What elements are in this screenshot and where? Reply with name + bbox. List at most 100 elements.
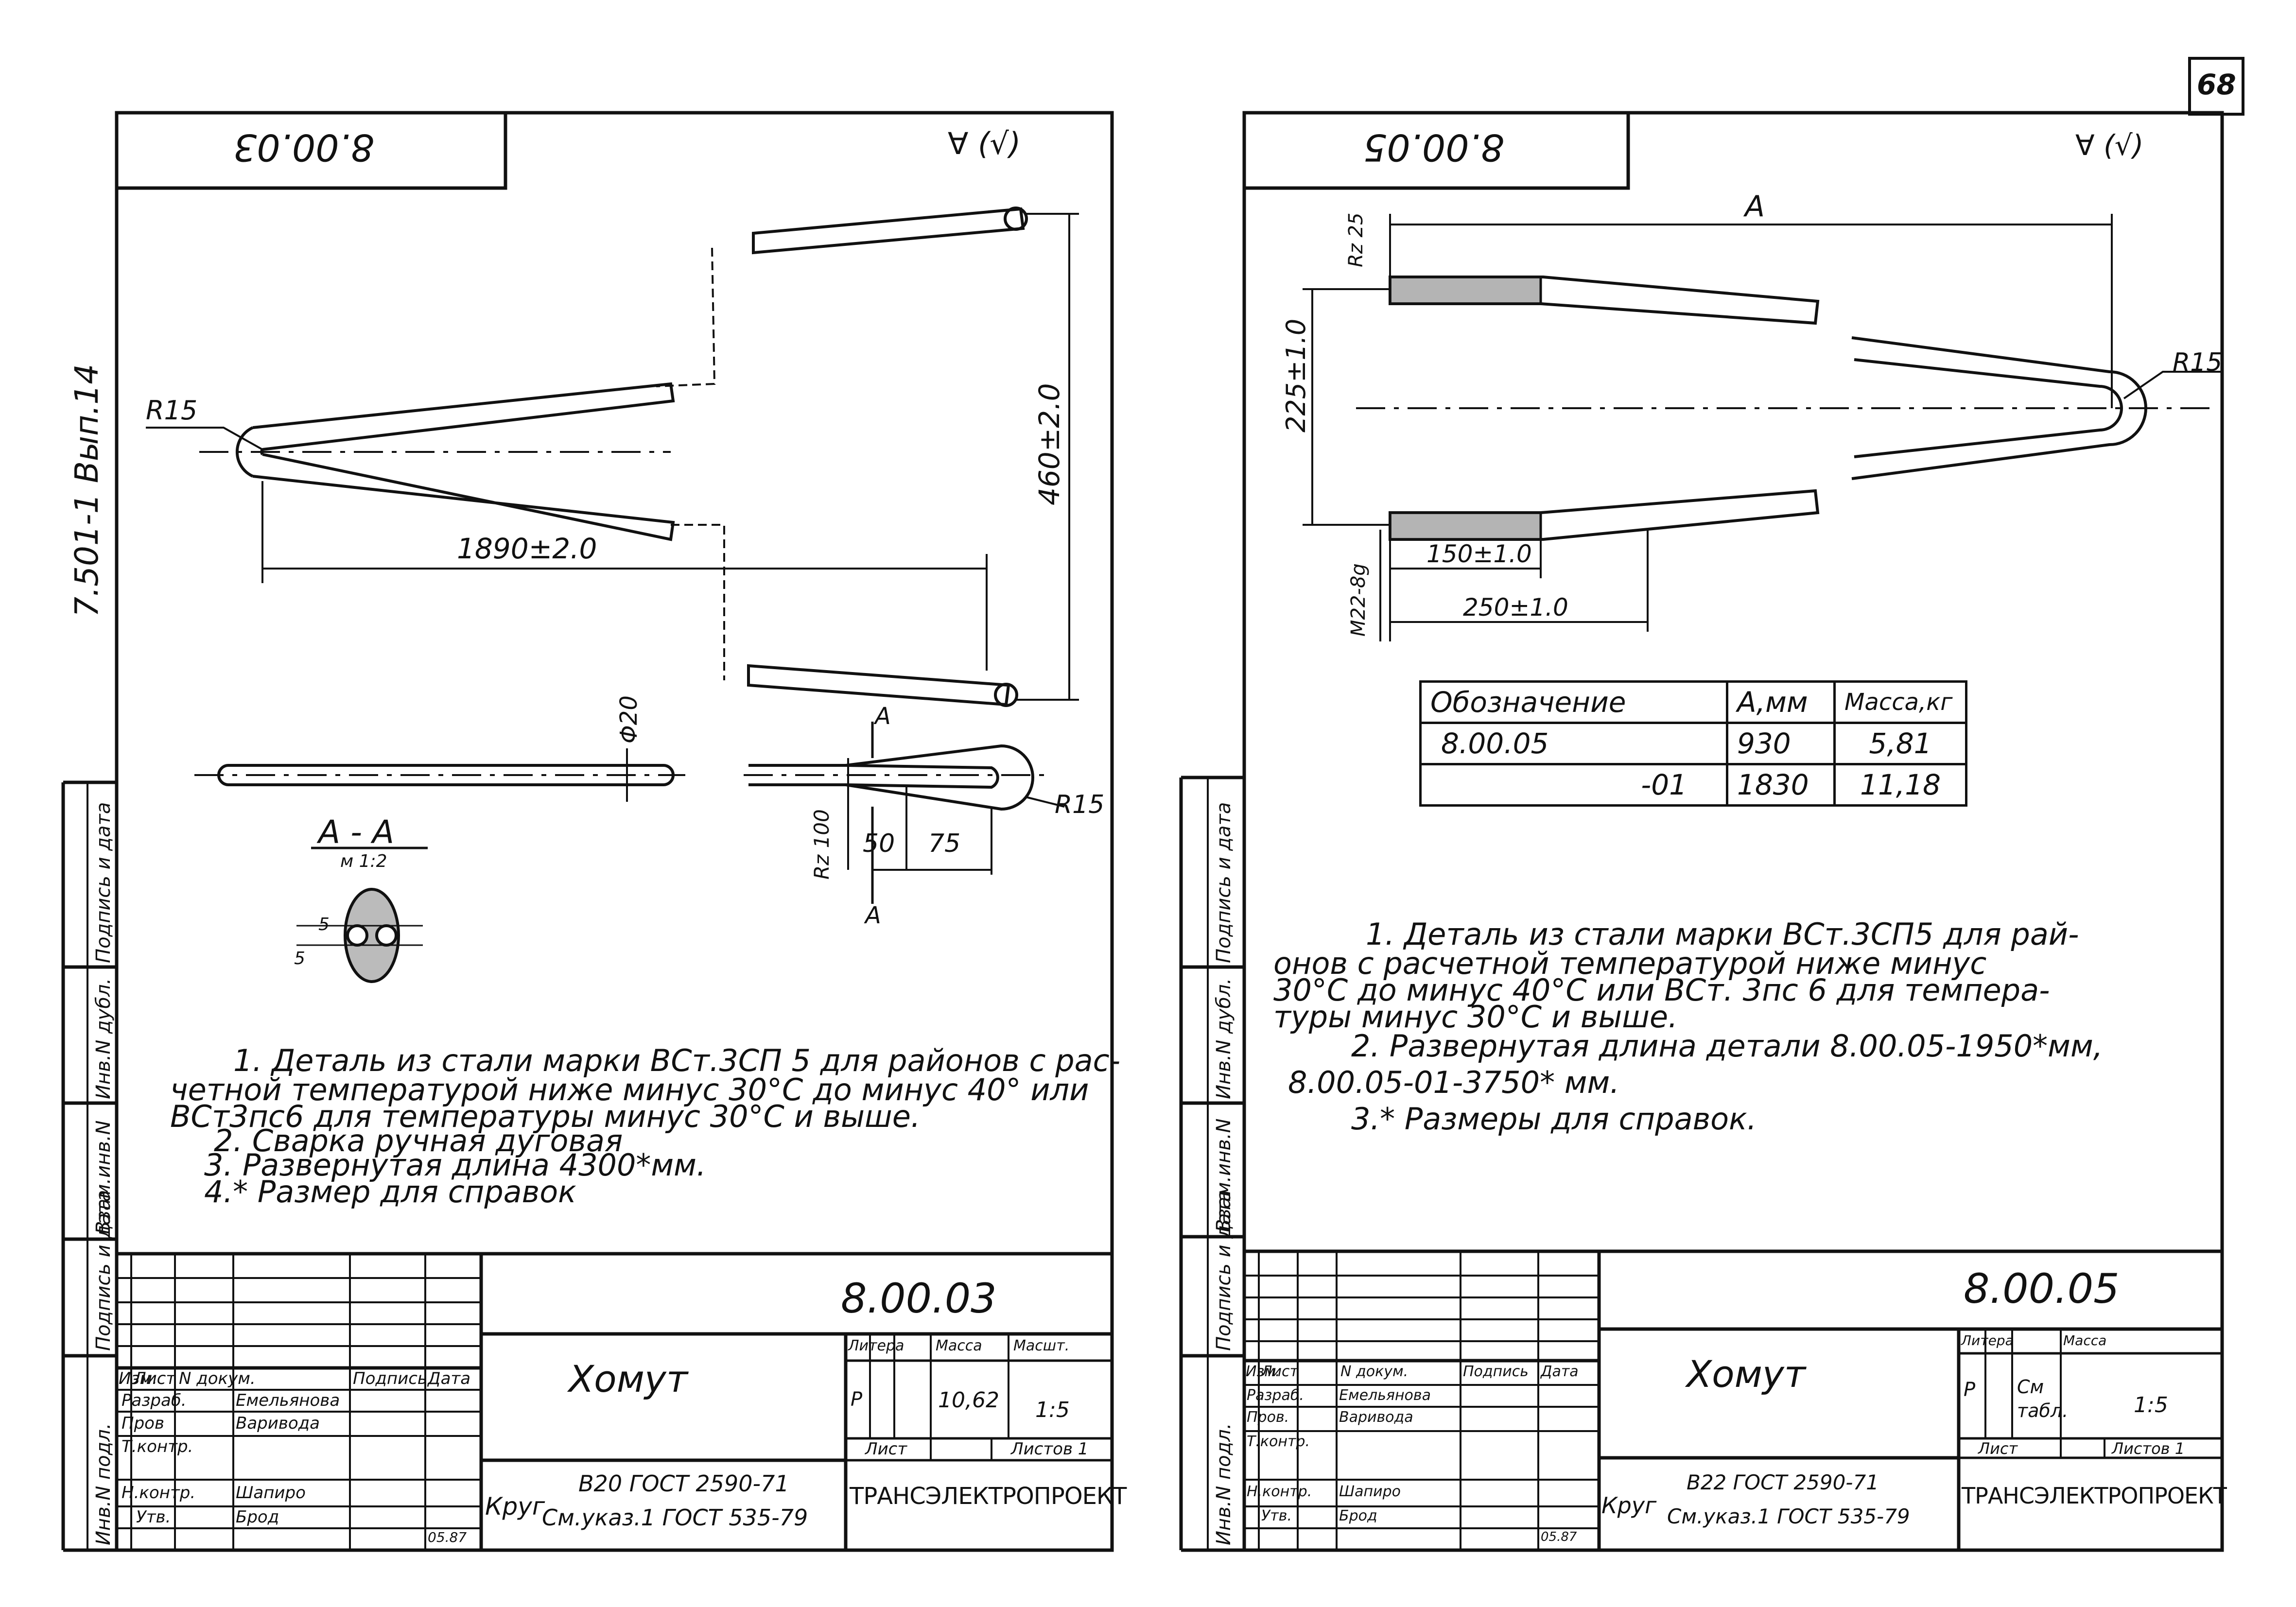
left-col-sign: Подпись (353, 1369, 427, 1388)
right-material-prefix: Круг (1601, 1492, 1657, 1519)
left-person-2: Варивода (236, 1414, 320, 1433)
right-role-1: Разраб. (1247, 1387, 1304, 1404)
right-dim-a: A (1745, 190, 1765, 224)
left-role-2: Пров (122, 1414, 164, 1433)
table-header-designation: Обозначение (1419, 680, 1728, 724)
left-sheets-label: Листов 1 (1011, 1439, 1089, 1459)
right-person-4: Шапиро (1339, 1483, 1401, 1500)
right-dim-150: 150±1.0 (1426, 540, 1532, 568)
left-dim-r15: R15 (146, 395, 198, 426)
left-scale: 1:5 (1035, 1398, 1070, 1422)
right-thread: М22-8g (1347, 563, 1370, 637)
left-dim-75: 75 (928, 829, 961, 858)
right-material-top: В22 ГОСТ 2590-71 (1687, 1470, 1879, 1494)
left-stamp-label-3: Взам.инв.N (92, 1120, 115, 1234)
left-frame (115, 111, 1114, 1552)
right-roughness-mark: ∀ (√) (2075, 129, 2144, 162)
right-frame (1242, 111, 2224, 1552)
left-section-title: A - A (318, 813, 395, 851)
left-section-mark-bottom: A (865, 902, 881, 929)
left-section-mark-top: A (875, 703, 891, 730)
right-role-4: Н.контр. (1247, 1483, 1312, 1500)
right-note-line-7: 3.* Размеры для справок. (1351, 1101, 1757, 1137)
left-organization: ТРАНСЭЛЕКТРОПРОЕКТ (850, 1483, 1127, 1510)
left-mass: 10,62 (938, 1388, 999, 1413)
table-header-mass: Масса,кг (1833, 680, 1967, 724)
right-note-line-5: 2. Развернутая длина детали 8.00.05-1950… (1351, 1028, 2103, 1064)
left-part-geometry (146, 207, 1079, 983)
left-role-3: Т.контр. (122, 1437, 193, 1456)
right-spec-table: Обозначение А,мм Масса,кг 8.00.05 930 5,… (1419, 680, 1967, 807)
table-row: -01 1830 11,18 (1419, 763, 1967, 807)
right-col-date: Дата (1541, 1363, 1579, 1380)
left-col-date: Дата (428, 1369, 471, 1388)
left-header-code: 8.00.03 (233, 126, 375, 169)
left-date: 05.87 (428, 1529, 467, 1545)
left-note-line-1: 1. Деталь из стали марки ВСт.3СП 5 для р… (233, 1043, 1121, 1078)
left-dim-50: 50 (863, 829, 895, 858)
left-role-1: Разраб. (122, 1391, 187, 1410)
left-col-list: Лист (134, 1369, 176, 1388)
right-date: 05.87 (1541, 1530, 1577, 1544)
right-mass-label: Масса (2063, 1332, 2107, 1348)
right-role-2: Пров. (1247, 1409, 1289, 1426)
right-col-ndoc: N докум. (1340, 1363, 1409, 1380)
left-material-top: В20 ГОСТ 2590-71 (578, 1470, 789, 1497)
left-col-izm: Изм. (119, 1369, 157, 1388)
series-label: 7.501-1 Вып.14 (68, 363, 105, 617)
left-part-name: Хомут (569, 1357, 688, 1400)
left-person-4: Шапиро (236, 1483, 306, 1503)
table-cell-designation: 8.00.05 (1419, 722, 1728, 765)
right-role-5: Утв. (1261, 1507, 1292, 1524)
right-header-code: 8.00.05 (1363, 126, 1505, 169)
left-litera-label: Литера (848, 1337, 904, 1354)
left-header-box (115, 111, 507, 190)
right-roughness-rz25: Rz 25 (1345, 212, 1367, 267)
right-scale: 1:5 (2134, 1393, 2168, 1417)
right-stamp-label-5: Подпись и дата (1213, 802, 1235, 963)
left-person-5: Брод (236, 1507, 279, 1527)
right-litera-label: Литера (1961, 1332, 2014, 1348)
right-stamp-label-3: Взам.инв.N (1213, 1118, 1235, 1232)
right-person-1: Емельянова (1339, 1387, 1431, 1404)
right-sheets-label: Листов 1 (2112, 1439, 2185, 1458)
right-note-line-3: 30°С до минус 40°С или ВСт. 3пс 6 для те… (1273, 972, 2050, 1008)
table-header-row: Обозначение А,мм Масса,кг (1419, 680, 1967, 724)
right-litera: Р (1964, 1379, 1976, 1401)
page-number: 68 (2197, 68, 2236, 101)
left-roughness-mark: ∀ (√) (948, 126, 1021, 161)
right-note-line-4: туры минус 30°С и выше. (1273, 999, 1678, 1035)
left-sheet-label: Лист (865, 1439, 907, 1459)
table-cell-a: 930 (1726, 722, 1836, 765)
left-person-1: Емельянова (236, 1391, 340, 1410)
left-note-line-2: четной температурой ниже минус 30°С до м… (170, 1072, 1089, 1107)
left-role-5: Утв. (136, 1507, 171, 1527)
right-part-name: Хомут (1687, 1352, 1806, 1396)
right-doc-code: 8.00.05 (1964, 1265, 2120, 1313)
left-litera: Р (851, 1388, 863, 1411)
left-section-dim-bottom: 5 (294, 949, 305, 968)
left-note-line-6: 4.* Размер для справок (204, 1174, 576, 1210)
left-scale-label: Масшт. (1013, 1337, 1070, 1354)
right-person-5: Брод (1339, 1507, 1377, 1524)
right-person-2: Варивода (1339, 1409, 1413, 1426)
table-header-a: А,мм (1726, 680, 1836, 724)
left-section-scale: м 1:2 (340, 851, 387, 871)
left-mass-label: Масса (936, 1337, 982, 1354)
left-note-line-3: ВСт3пс6 для температуры минус 30°С и выш… (170, 1099, 921, 1134)
right-mass: См табл. (2017, 1376, 2069, 1422)
left-dim-diameter: Φ20 (615, 695, 643, 743)
right-part-geometry (1303, 214, 2221, 641)
table-cell-designation: -01 (1419, 763, 1728, 807)
left-doc-code: 8.00.03 (841, 1275, 997, 1322)
left-roughness-rz100: Rz 100 (810, 809, 834, 880)
left-col-ndoc: N докум. (179, 1369, 256, 1388)
right-organization: ТРАНСЭЛЕКТРОПРОЕКТ (1962, 1483, 2227, 1509)
table-row: 8.00.05 930 5,81 (1419, 722, 1967, 765)
left-role-4: Н.контр. (122, 1483, 196, 1503)
right-stamp-label-4: Инв.N дубл. (1213, 978, 1235, 1099)
right-sheet-label: Лист (1978, 1439, 2018, 1458)
right-dim-r15: R15 (2173, 348, 2223, 377)
